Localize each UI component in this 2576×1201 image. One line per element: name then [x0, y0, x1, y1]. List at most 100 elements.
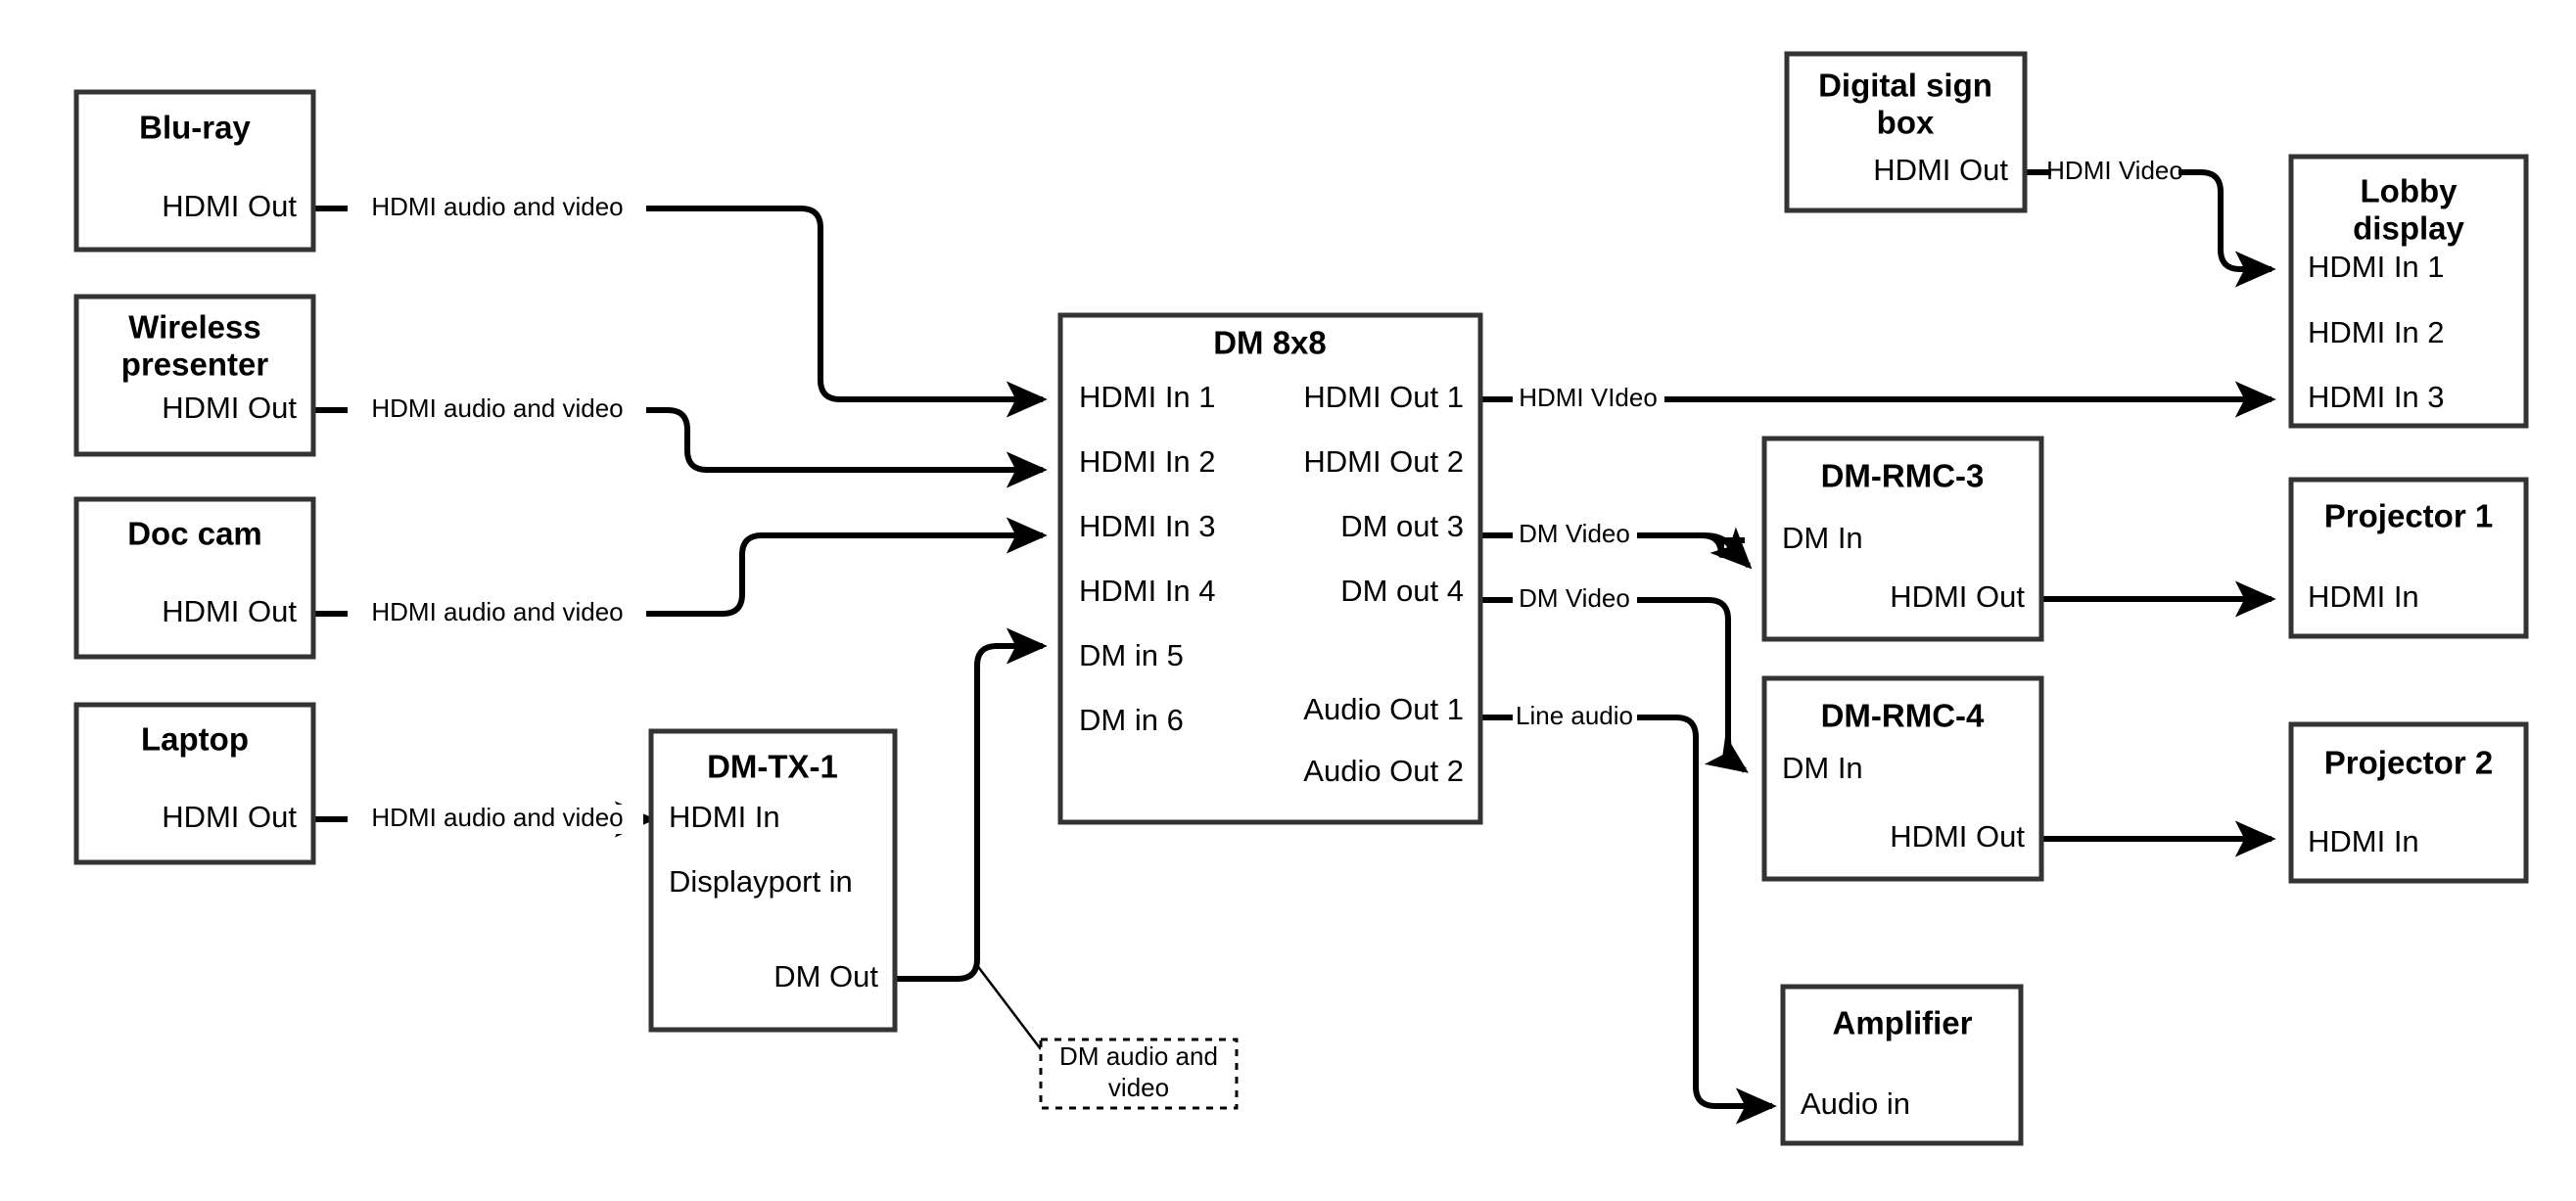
laptop-box[interactable] — [73, 702, 316, 865]
digital-sign-box-box[interactable] — [1784, 51, 2028, 213]
dm-8x8-title: DM 8x8 — [1213, 325, 1327, 361]
note-dm-audio-video-box — [1039, 1038, 1239, 1110]
wire-wireless-to-dm8x8 — [313, 407, 1048, 488]
edge-label-dsb-text: HDMI Video — [2046, 156, 2183, 185]
amplifier-box[interactable] — [1780, 984, 2024, 1146]
bluray-title: Blu-ray — [139, 110, 251, 146]
note-dm-audio-video-line2: video — [1108, 1073, 1169, 1102]
lobby-display-port-hdmi-in-2: HDMI In 2 — [2308, 315, 2445, 349]
edge-label-out3-text: DM Video — [1519, 519, 1630, 548]
wireless-presenter-box[interactable] — [73, 294, 316, 457]
edge-label-out1-text: HDMI VIdeo — [1519, 383, 1658, 412]
lobby-display-title-line2: display — [2353, 210, 2464, 247]
node-laptop[interactable]: Laptop HDMI Out — [73, 702, 316, 865]
edge-label-dsb-to-lobby: HDMI Video — [2046, 156, 2183, 187]
dm-rmc-3-box[interactable] — [1761, 436, 2044, 642]
dm-rmc-4-box[interactable] — [1761, 675, 2044, 882]
dm-rmc-4-title: DM-RMC-4 — [1821, 698, 1985, 734]
laptop-title: Laptop — [141, 721, 249, 758]
dm-8x8-box[interactable] — [1057, 312, 1483, 825]
bluray-box[interactable] — [73, 89, 316, 253]
dm-8x8-port-dm-in-6: DM in 6 — [1079, 703, 1184, 737]
wire-dm8x8-audio1-to-amplifier — [1480, 715, 1777, 1125]
node-amplifier[interactable]: Amplifier Audio in — [1780, 984, 2024, 1146]
dm-8x8-port-hdmi-in-4: HDMI In 4 — [1079, 574, 1216, 608]
doc-cam-port-hdmi-out: HDMI Out — [162, 594, 297, 628]
dm-8x8-port-dm-out-4: DM out 4 — [1340, 574, 1464, 608]
dm-8x8-port-hdmi-out-2: HDMI Out 2 — [1303, 444, 1464, 479]
dm-8x8-port-audio-out-2: Audio Out 2 — [1303, 754, 1464, 788]
dm-rmc-3-port-hdmi-out: HDMI Out — [1890, 579, 2025, 614]
bluray-port-hdmi-out: HDMI Out — [162, 189, 297, 223]
node-lobby-display[interactable]: Lobby display HDMI In 1 HDMI In 2 HDMI I… — [2288, 154, 2529, 429]
edge-label-dm8x8-out4-to-rmc4: DM Video — [1516, 583, 1634, 615]
dm-8x8-port-hdmi-in-1: HDMI In 1 — [1079, 380, 1216, 414]
note-dm-audio-video-line1: DM audio and — [1059, 1041, 1218, 1071]
edge-label-doccam-text: HDMI audio and video — [371, 597, 623, 626]
dm-rmc-3-title: DM-RMC-3 — [1821, 458, 1985, 494]
edge-label-laptop-to-dmtx1: HDMI audio and video — [352, 803, 643, 834]
node-bluray[interactable]: Blu-ray HDMI Out — [73, 89, 316, 253]
dm-rmc-3-port-dm-in: DM In — [1782, 521, 1863, 555]
wire-dmtx1-to-dm8x8 — [895, 627, 1048, 982]
node-dm-rmc-3[interactable]: DM-RMC-3 DM In HDMI Out — [1761, 436, 2044, 642]
edge-label-doccam-to-dm8x8: HDMI audio and video — [352, 597, 643, 628]
lobby-display-port-hdmi-in-3: HDMI In 3 — [2308, 380, 2445, 414]
dm-8x8-port-hdmi-in-3: HDMI In 3 — [1079, 509, 1216, 543]
edge-label-audio1-text: Line audio — [1516, 701, 1633, 730]
lobby-display-box[interactable] — [2288, 154, 2529, 429]
doc-cam-box[interactable] — [73, 496, 316, 660]
projector-1-title: Projector 1 — [2324, 498, 2493, 534]
wireless-presenter-title-line2: presenter — [121, 346, 269, 383]
digital-sign-box-title-line1: Digital sign — [1818, 68, 1992, 104]
edge-label-out4-text: DM Video — [1519, 583, 1630, 613]
dm-rmc-4-port-hdmi-out: HDMI Out — [1890, 819, 2025, 854]
node-digital-sign-box[interactable]: Digital sign box HDMI Out — [1784, 51, 2028, 213]
doc-cam-title: Doc cam — [127, 516, 262, 552]
edge-label-wireless-text: HDMI audio and video — [371, 393, 623, 423]
wire-doccam-to-dm8x8 — [313, 517, 1048, 617]
note-dm-audio-and-video: DM audio and video — [1039, 1038, 1239, 1110]
dm-tx-1-port-dm-out: DM Out — [773, 959, 878, 993]
dm-8x8-port-dm-out-3: DM out 3 — [1340, 509, 1464, 543]
edge-label-wireless-to-dm8x8: HDMI audio and video — [352, 393, 643, 425]
wire-dm8x8-out3-to-rmc3 — [1480, 527, 1753, 570]
dm-8x8-port-audio-out-1: Audio Out 1 — [1303, 692, 1464, 726]
projector-2-title: Projector 2 — [2324, 745, 2493, 781]
projector-2-port-hdmi-in: HDMI In — [2308, 824, 2419, 858]
dm-8x8-port-hdmi-in-2: HDMI In 2 — [1079, 444, 1216, 479]
edge-label-bluray-to-dm8x8: HDMI audio and video — [352, 192, 643, 223]
edge-label-dm8x8-out3-to-rmc3: DM Video — [1516, 519, 1634, 550]
dm-tx-1-title: DM-TX-1 — [707, 749, 838, 785]
dm-tx-1-box[interactable] — [648, 728, 898, 1033]
node-dm-8x8[interactable]: DM 8x8 HDMI In 1 HDMI In 2 HDMI In 3 HDM… — [1057, 312, 1483, 825]
dm-8x8-port-hdmi-out-1: HDMI Out 1 — [1303, 380, 1464, 414]
node-doc-cam[interactable]: Doc cam HDMI Out — [73, 496, 316, 660]
node-projector-2[interactable]: Projector 2 HDMI In — [2288, 721, 2529, 884]
wire-bluray-to-dm8x8 — [313, 206, 1048, 418]
dm-rmc-4-port-dm-in: DM In — [1782, 751, 1863, 785]
dm-tx-1-port-hdmi-in: HDMI In — [669, 800, 780, 834]
leader-dm-audio-video-note — [975, 963, 1042, 1050]
lobby-display-title-line1: Lobby — [2361, 173, 2459, 209]
wireless-presenter-port-hdmi-out: HDMI Out — [162, 391, 297, 425]
digital-sign-box-title-line2: box — [1877, 105, 1935, 141]
digital-sign-box-port-hdmi-out: HDMI Out — [1873, 153, 2008, 187]
wire-dm8x8-out4-to-rmc4 — [1480, 597, 1749, 773]
node-dm-tx-1[interactable]: DM-TX-1 HDMI In Displayport in DM Out — [648, 728, 898, 1033]
projector-1-box[interactable] — [2288, 477, 2529, 639]
node-dm-rmc-4[interactable]: DM-RMC-4 DM In HDMI Out — [1761, 675, 2044, 882]
edge-label-laptop-text: HDMI audio and video — [371, 803, 623, 832]
dm-tx-1-port-displayport-in: Displayport in — [669, 864, 853, 899]
dm-8x8-port-dm-in-5: DM in 5 — [1079, 638, 1184, 672]
edge-label-dm8x8-audio1-to-amplifier: Line audio — [1516, 701, 1634, 732]
laptop-port-hdmi-out: HDMI Out — [162, 800, 297, 834]
amplifier-port-audio-in: Audio in — [1801, 1086, 1910, 1121]
edge-label-bluray-text: HDMI audio and video — [371, 192, 623, 221]
projector-1-port-hdmi-in: HDMI In — [2308, 579, 2419, 614]
projector-2-box[interactable] — [2288, 721, 2529, 884]
node-wireless-presenter[interactable]: Wireless presenter HDMI Out — [73, 294, 316, 457]
wire-dsb-to-lobby — [2025, 169, 2276, 288]
node-projector-1[interactable]: Projector 1 HDMI In — [2288, 477, 2529, 639]
